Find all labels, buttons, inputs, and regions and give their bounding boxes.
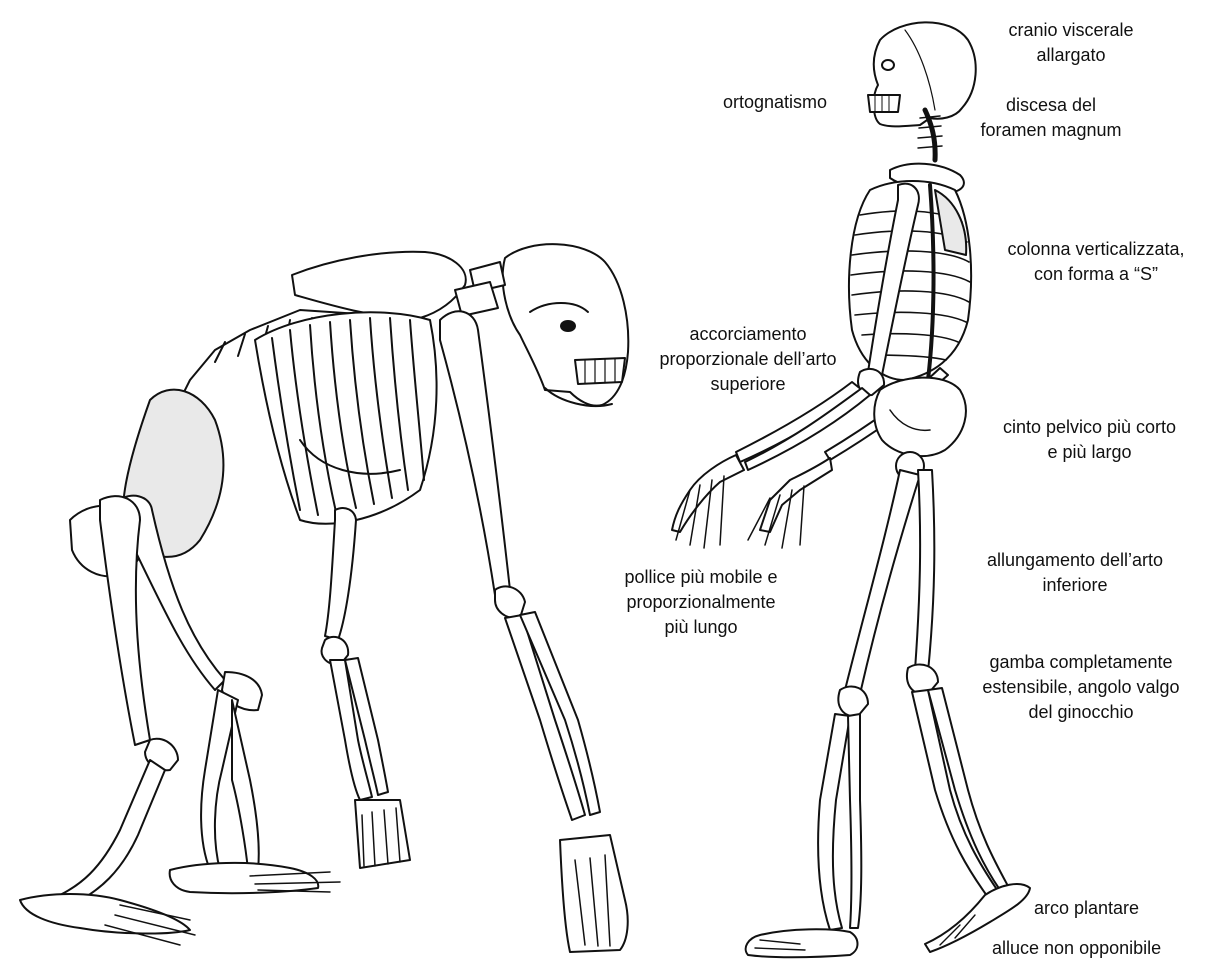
label-line: con forma a “S” xyxy=(985,262,1207,287)
label-line: pollice più mobile e xyxy=(595,565,807,590)
label-line: gamba completamente xyxy=(955,650,1207,675)
label-line: alluce non opponibile xyxy=(992,936,1204,961)
chimp-ribcage xyxy=(255,312,437,523)
chimp-skull xyxy=(503,244,629,406)
label-line: discesa del xyxy=(960,93,1142,118)
label-arco-plantare: arco plantare xyxy=(1034,896,1194,921)
label-line: proporzionalmente xyxy=(595,590,807,615)
label-line: accorciamento xyxy=(628,322,868,347)
label-line: allungamento dell’arto xyxy=(955,548,1195,573)
label-gamba-estensibile: gamba completamente estensibile, angolo … xyxy=(955,650,1207,725)
label-alluce-non-opponibile: alluce non opponibile xyxy=(992,936,1204,961)
label-pollice-mobile: pollice più mobile e proporzionalmente p… xyxy=(595,565,807,640)
chimp-hind-limb xyxy=(20,496,340,945)
label-line: cranio viscerale xyxy=(985,18,1157,43)
label-discesa-foramen-magnum: discesa del foramen magnum xyxy=(960,93,1142,143)
label-line: del ginocchio xyxy=(955,700,1207,725)
label-accorciamento-arto-superiore: accorciamento proporzionale dell’arto su… xyxy=(628,322,868,397)
label-line: foramen magnum xyxy=(960,118,1142,143)
label-line: allargato xyxy=(985,43,1157,68)
label-line: ortognatismo xyxy=(700,90,850,115)
label-ortognatismo: ortognatismo xyxy=(700,90,850,115)
label-line: inferiore xyxy=(955,573,1195,598)
label-line: superiore xyxy=(628,372,868,397)
label-line: e più largo xyxy=(972,440,1207,465)
chimpanzee-skeleton xyxy=(20,244,628,952)
label-cranio-viscerale: cranio viscerale allargato xyxy=(985,18,1157,68)
label-line: proporzionale dell’arto xyxy=(628,347,868,372)
label-colonna-verticalizzata: colonna verticalizzata, con forma a “S” xyxy=(985,237,1207,287)
label-line: più lungo xyxy=(595,615,807,640)
label-line: estensibile, angolo valgo xyxy=(955,675,1207,700)
label-line: arco plantare xyxy=(1034,896,1194,921)
human-skeleton xyxy=(672,22,1030,957)
label-cinto-pelvico: cinto pelvico più corto e più largo xyxy=(972,415,1207,465)
label-allungamento-arto-inferiore: allungamento dell’arto inferiore xyxy=(955,548,1195,598)
label-line: cinto pelvico più corto xyxy=(972,415,1207,440)
label-line: colonna verticalizzata, xyxy=(985,237,1207,262)
